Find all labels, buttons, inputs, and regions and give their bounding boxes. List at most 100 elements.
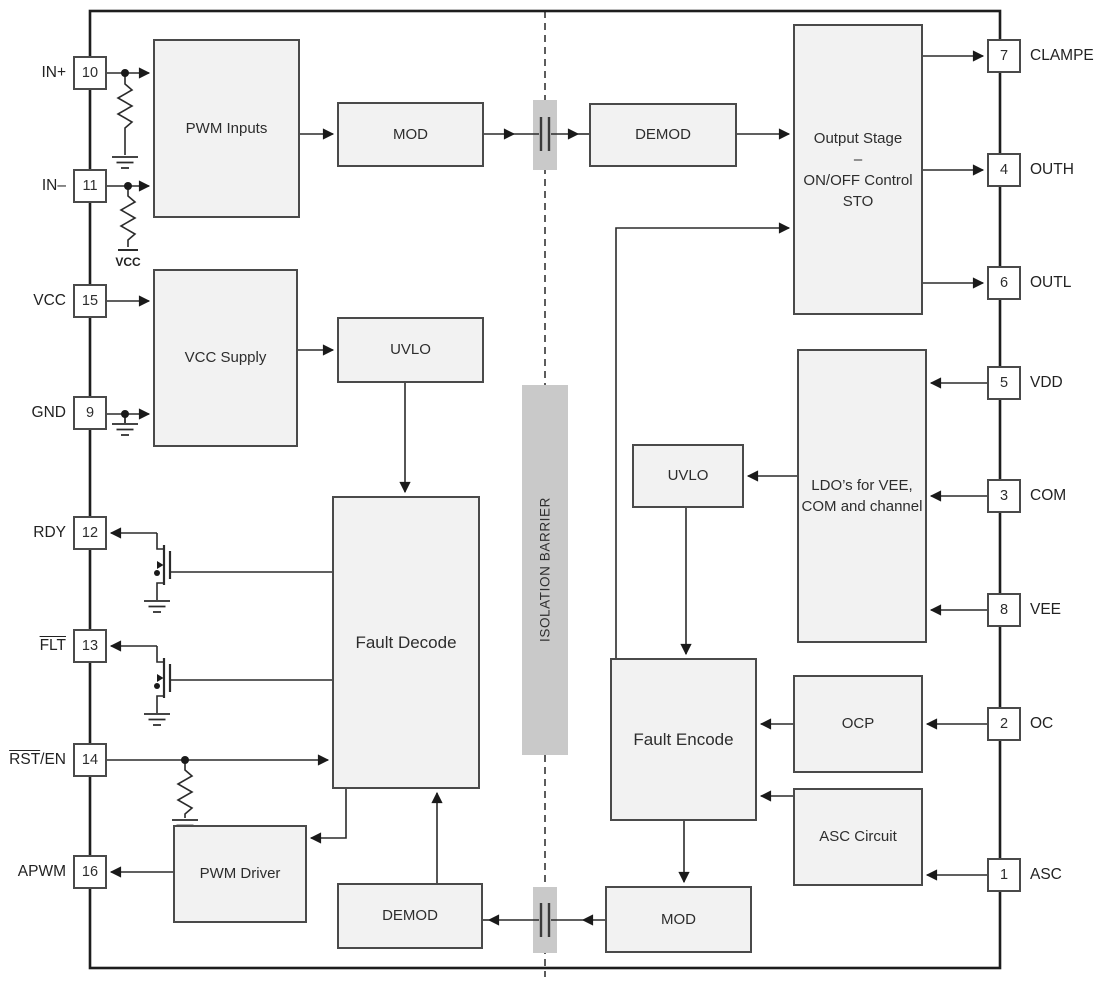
- block-label: Fault Decode: [355, 632, 457, 652]
- pin-8-box: 8: [987, 593, 1021, 627]
- pin-5-box: 5: [987, 366, 1021, 400]
- pin-label-in-plus: IN+: [41, 64, 66, 81]
- pin-label-rst-en: RST/EN: [0, 750, 66, 770]
- pin-16-box: 16: [73, 855, 107, 889]
- pin-number: 7: [999, 48, 1009, 64]
- block-label: ASC Circuit: [819, 828, 897, 845]
- pin-label-clampe: CLAMPE: [1030, 47, 1094, 64]
- mosfet-rdy-icon: [154, 533, 332, 600]
- pin-number: 3: [999, 488, 1009, 504]
- pin-11-box: 11: [73, 169, 107, 203]
- pin-10-box: 10: [73, 56, 107, 90]
- block-fault-decode: Fault Decode: [332, 496, 480, 789]
- pin-number: 11: [82, 178, 98, 194]
- block-mod-top: MOD: [337, 102, 484, 167]
- block-label: Fault Encode: [633, 729, 734, 749]
- pin-number: 9: [85, 405, 95, 421]
- pin-label-vee: VEE: [1030, 601, 1062, 618]
- resistor-in+-pulldown-icon: [116, 73, 134, 155]
- block-label: MOD: [393, 125, 428, 143]
- pin-number: 2: [999, 716, 1009, 732]
- pin-12-box: 12: [73, 516, 107, 550]
- pin-label-rdy: RDY: [33, 524, 66, 541]
- rst-rest-text: /EN: [40, 751, 66, 768]
- wire-fault-decode-to-pwm-driver: [309, 789, 347, 844]
- wires: [107, 50, 987, 926]
- pin-6-box: 6: [987, 266, 1021, 300]
- pin-number: 10: [81, 65, 99, 81]
- pin-number: 6: [999, 275, 1009, 291]
- pin-label-in-minus: IN–: [41, 177, 66, 194]
- resistors: [116, 73, 194, 818]
- flt-overline-text: FLT: [39, 637, 66, 654]
- pin-label-outh: OUTH: [1030, 161, 1074, 178]
- ground-icon: [144, 600, 170, 613]
- block-mod-bottom: MOD: [605, 886, 752, 953]
- block-vcc-supply: VCC Supply: [153, 269, 298, 447]
- block-label: UVLO: [667, 467, 709, 484]
- vcc-net-label: VCC: [115, 255, 141, 269]
- block-label: DEMOD: [382, 907, 438, 924]
- ground-icon: [144, 713, 170, 726]
- resistor-in--pullup-icon: [119, 186, 137, 247]
- block-ldo: LDO’s for VEE, COM and channel: [797, 349, 927, 643]
- isolation-barrier-label: ISOLATION BARRIER: [537, 497, 553, 643]
- mosfet-flt-icon: [154, 646, 332, 713]
- block-uvlo-right: UVLO: [632, 444, 744, 508]
- block-label-multiline: Output Stage – ON/OFF Control STO: [803, 128, 912, 212]
- pin-4-box: 4: [987, 153, 1021, 187]
- pin-number: 5: [999, 375, 1009, 391]
- isolation-barrier-band: [522, 385, 568, 755]
- rst-overline-text: RST: [9, 751, 41, 768]
- block-demod-bottom: DEMOD: [337, 883, 483, 949]
- pin-label-gnd: GND: [31, 404, 66, 421]
- pin-9-box: 9: [73, 396, 107, 430]
- pin-label-vcc: VCC: [33, 292, 66, 309]
- block-label-multiline: LDO’s for VEE, COM and channel: [802, 475, 923, 517]
- block-fault-encode: Fault Encode: [610, 658, 757, 821]
- block-label: PWM Inputs: [185, 119, 268, 137]
- block-pwm-inputs: PWM Inputs: [153, 39, 300, 218]
- wire-fault-encode-to-output-stage: [615, 222, 791, 658]
- pin-13-box: 13: [73, 629, 107, 663]
- pin-number: 8: [999, 602, 1009, 618]
- pin-1-box: 1: [987, 858, 1021, 892]
- resistor-rst-en-pulldown-icon: [176, 760, 194, 818]
- output-stage-line4: STO: [842, 192, 874, 210]
- pin-14-box: 14: [73, 743, 107, 777]
- ldo-line2: COM and channel: [801, 498, 923, 515]
- pin-number: 1: [999, 867, 1009, 883]
- pin-15-box: 15: [73, 284, 107, 318]
- pin-number: 15: [81, 293, 99, 309]
- ldo-line1: LDO’s for VEE,: [811, 477, 913, 494]
- pin-2-box: 2: [987, 707, 1021, 741]
- pin-number: 12: [81, 525, 99, 541]
- pin-number: 13: [81, 638, 99, 654]
- block-label: OCP: [841, 715, 875, 732]
- block-label: VCC Supply: [184, 349, 267, 366]
- output-stage-line3: ON/OFF Control: [803, 171, 913, 189]
- block-label: DEMOD: [635, 126, 691, 143]
- pin-label-flt: FLT: [0, 636, 66, 656]
- block-label: UVLO: [390, 341, 431, 358]
- output-stage-line2: –: [853, 150, 863, 168]
- pin-label-vdd: VDD: [1030, 374, 1063, 391]
- ground-icon: [112, 414, 138, 436]
- block-pwm-driver: PWM Driver: [173, 825, 307, 923]
- block-label: MOD: [661, 910, 696, 928]
- pin-label-com: COM: [1030, 487, 1067, 504]
- block-output-stage: Output Stage – ON/OFF Control STO: [793, 24, 923, 315]
- output-stage-line1: Output Stage: [813, 129, 903, 147]
- pin-label-apwm: APWM: [17, 863, 66, 880]
- block-ocp: OCP: [793, 675, 923, 773]
- pin-7-box: 7: [987, 39, 1021, 73]
- pin-label-outl: OUTL: [1030, 274, 1072, 291]
- junction-dots: [121, 69, 189, 764]
- block-label: PWM Driver: [199, 865, 281, 882]
- block-asc-circuit: ASC Circuit: [793, 788, 923, 886]
- pin-3-box: 3: [987, 479, 1021, 513]
- block-uvlo-left: UVLO: [337, 317, 484, 383]
- ground-icon: [112, 156, 138, 169]
